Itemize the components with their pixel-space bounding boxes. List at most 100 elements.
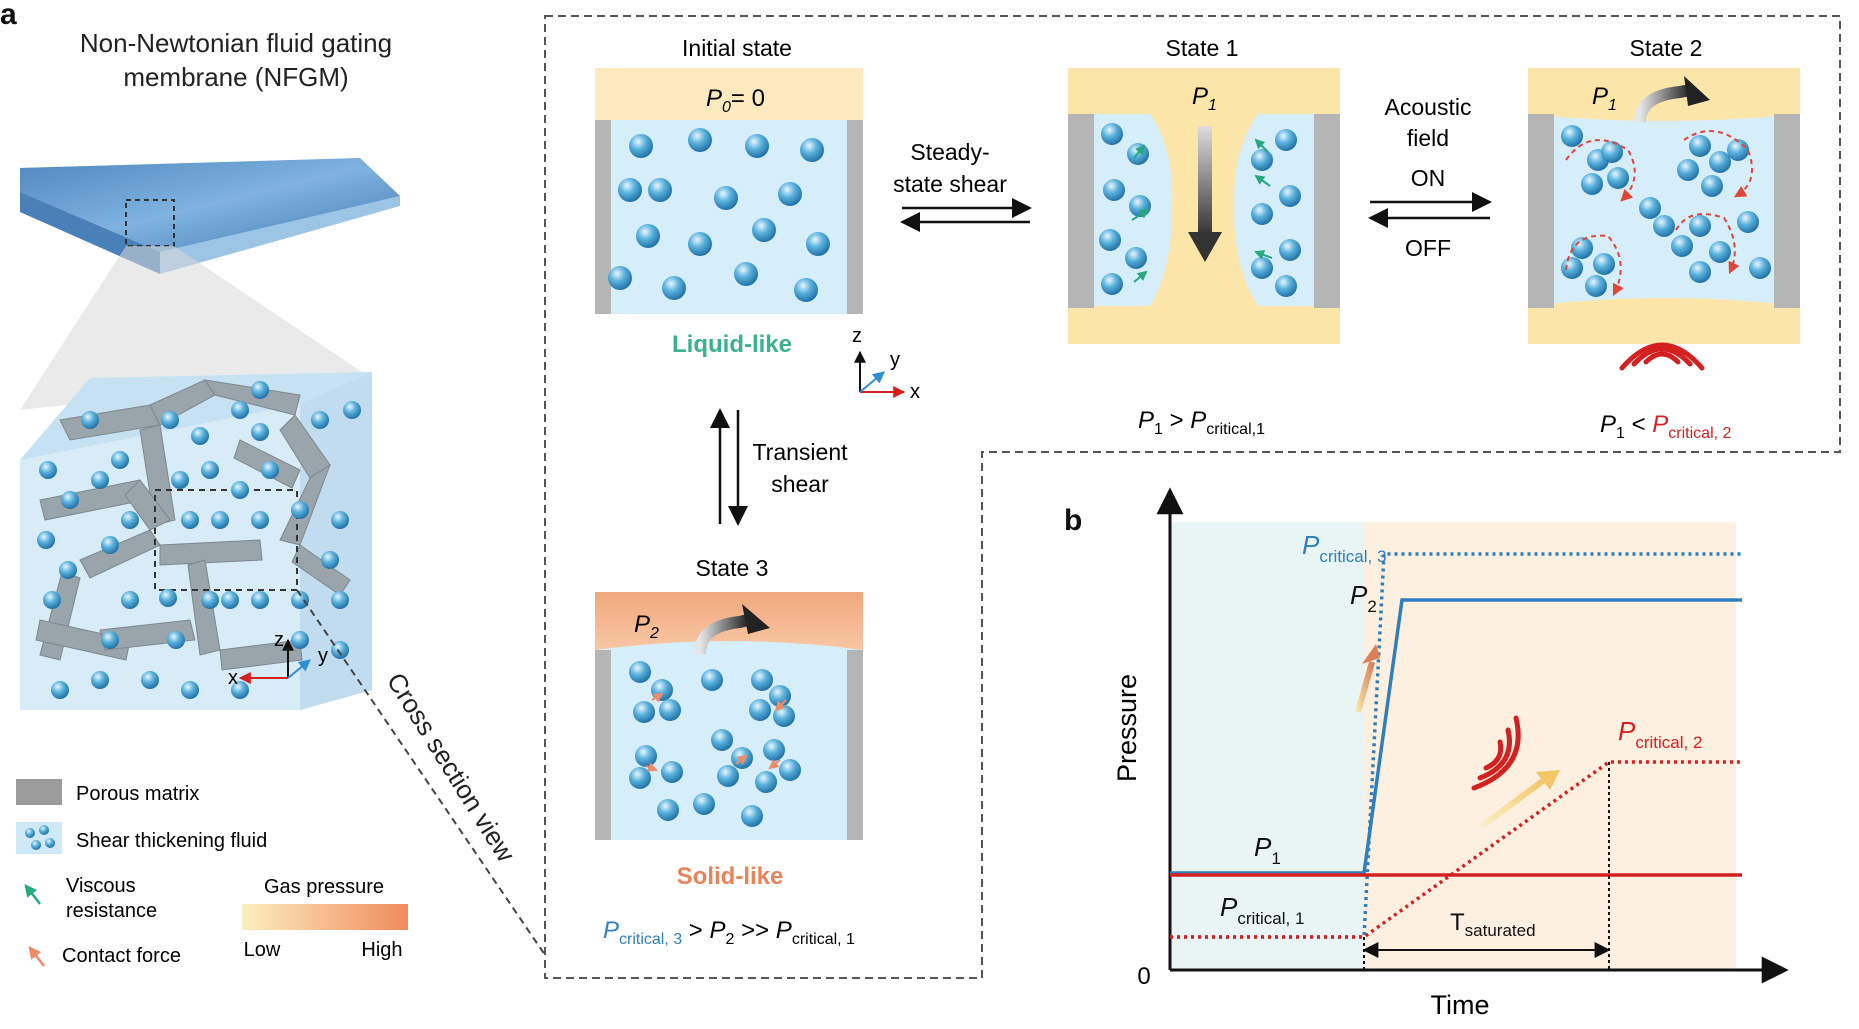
particle: [636, 224, 660, 248]
particle: [331, 641, 349, 659]
particle: [1639, 197, 1661, 219]
label-tsaturated: Tsaturated: [1450, 909, 1536, 940]
particle: [1701, 175, 1723, 197]
cube-zoom-box: [154, 489, 298, 591]
particle: [745, 134, 769, 158]
particle: [1709, 151, 1731, 173]
panel-a-label: a: [0, 0, 17, 31]
state3-box: [595, 592, 863, 840]
cross-section-label: Cross section view: [381, 667, 521, 867]
particle: [321, 551, 339, 569]
viscous-arrow: [1133, 144, 1146, 159]
cube-axis-y: y: [318, 645, 328, 667]
state1-title: State 1: [1166, 35, 1239, 61]
state1-relation: P1 > Pcritical,1: [1138, 407, 1265, 438]
particle: [1749, 257, 1771, 279]
legend-gas-title: Gas pressure: [264, 876, 384, 898]
particle: [662, 276, 686, 300]
label-pcritical-1: Pcritical, 1: [1220, 892, 1304, 928]
plot-area: Pressure Time 0 Pcritical, 3 P2 P1 Pcrit…: [1112, 487, 1789, 1020]
particle: [331, 511, 349, 529]
particle: [1607, 167, 1629, 189]
particle: [633, 701, 655, 723]
cube-axes: z y x: [228, 629, 328, 689]
rise-arrow-orange-head: [1362, 644, 1380, 664]
particle: [81, 411, 99, 429]
legend-gas-bar: [242, 904, 408, 930]
particle: [291, 591, 309, 609]
particle: [1677, 159, 1699, 181]
state2-acoustic-icon: [1619, 342, 1705, 371]
particle: [39, 461, 57, 479]
x-axis-label: Time: [1431, 990, 1490, 1020]
acoustic-line2: field: [1407, 125, 1449, 151]
state2-box: [1528, 68, 1800, 344]
cube-axis-x: x: [228, 667, 238, 689]
particle: [251, 591, 269, 609]
rise-arrow-yellow: [1480, 777, 1546, 829]
transient-line2: shear: [771, 471, 829, 497]
cube-axis-z: z: [274, 629, 284, 651]
particle: [211, 511, 229, 529]
particle: [231, 681, 249, 699]
particle: [701, 669, 723, 691]
particle: [778, 182, 802, 206]
zoom-cone: [20, 246, 362, 410]
state3-pressure: P2: [634, 611, 659, 642]
curve-pcritical-2: [1170, 760, 1742, 939]
acoustic-on-label: ON: [1411, 165, 1446, 191]
particle: [1561, 257, 1583, 279]
viscous-arrow: [1133, 270, 1148, 283]
transient-line1: Transient: [752, 439, 848, 465]
curve-pcritical-3: [1170, 552, 1742, 939]
legend-porous-swatch: [16, 779, 62, 805]
contact-arrow: [768, 759, 781, 770]
particle: [191, 427, 209, 445]
particle: [1585, 275, 1607, 297]
particle: [779, 759, 801, 781]
particle: [251, 511, 269, 529]
particle: [141, 671, 159, 689]
particle: [752, 218, 776, 242]
particle: [1581, 173, 1603, 195]
legend-porous-label: Porous matrix: [76, 783, 199, 805]
particle: [1251, 257, 1273, 279]
legend-stf-label: Shear thickening fluid: [76, 830, 267, 852]
main-axes: z y x: [852, 325, 920, 403]
initial-state-title: Initial state: [682, 35, 792, 61]
particle: [717, 765, 739, 787]
particle: [121, 591, 139, 609]
particle: [291, 501, 309, 519]
particle: [1275, 129, 1297, 151]
legend-viscous-line1: Viscous: [66, 875, 136, 897]
state2-pressure: P1: [1592, 83, 1617, 114]
state2-title: State 2: [1630, 35, 1703, 61]
rise-arrow-orange: [1355, 661, 1375, 713]
particle: [657, 799, 679, 821]
particle: [167, 631, 185, 649]
y-axis-label: Pressure: [1112, 674, 1142, 782]
label-p1: P1: [1254, 832, 1281, 868]
particle: [618, 178, 642, 202]
rise-arrow-yellow-head: [1536, 770, 1560, 790]
particle: [1251, 149, 1273, 171]
legend-contact-label: Contact force: [62, 945, 181, 967]
particle: [741, 805, 763, 827]
membrane-title-line2: membrane (NFGM): [123, 62, 348, 92]
particle: [111, 451, 129, 469]
viscous-arrow: [1131, 208, 1150, 221]
particle: [711, 729, 733, 751]
particle: [1275, 275, 1297, 297]
particle: [1099, 229, 1121, 251]
viscous-arrow: [1254, 174, 1271, 187]
particle: [43, 591, 61, 609]
particle: [769, 685, 791, 707]
particle: [751, 669, 773, 691]
legend-viscous-line2: resistance: [66, 900, 157, 922]
particle: [734, 262, 758, 286]
particle: [1653, 215, 1675, 237]
viscous-arrow: [1254, 250, 1273, 260]
particle: [1689, 261, 1711, 283]
particle: [311, 411, 329, 429]
